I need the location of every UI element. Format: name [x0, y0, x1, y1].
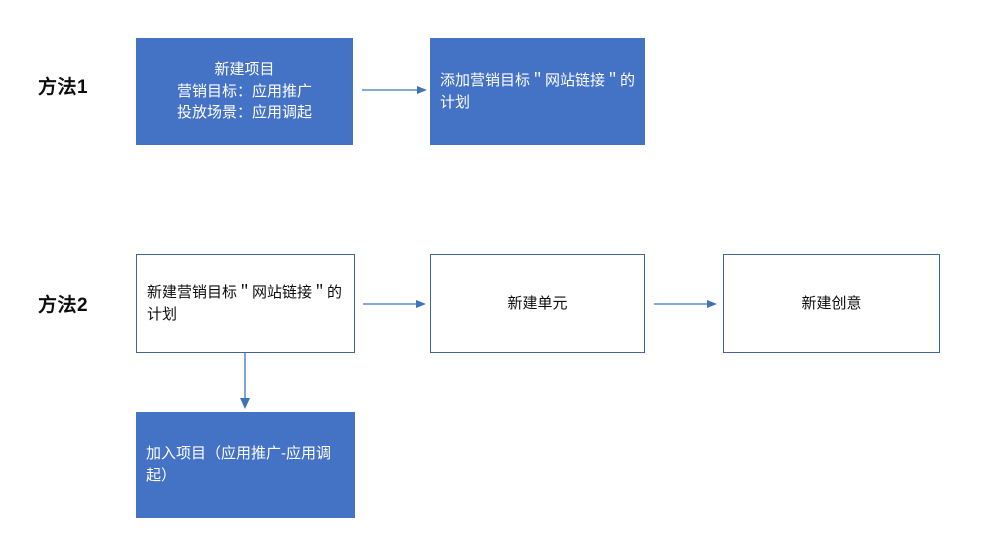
arrow-new-project-to-add-goal — [362, 85, 428, 95]
method2-row-label: 方法2 — [38, 295, 89, 316]
node-new-goal-website-link-plan[interactable]: 新建营销目标＂网站链接＂的计划 — [136, 254, 355, 353]
node-new-goal-website-link-plan-label: 新建营销目标＂网站链接＂的计划 — [147, 283, 343, 323]
arrow-plan-to-unit — [363, 299, 427, 309]
node-join-project-label: 加入项目（应用推广-应用调起） — [146, 445, 331, 484]
node-add-goal-website-link-plan-label: 添加营销目标＂网站链接＂的计划 — [440, 71, 636, 111]
method1-row-label: 方法1 — [38, 77, 89, 98]
node-new-creative[interactable]: 新建创意 — [723, 254, 940, 353]
node-add-goal-website-link-plan[interactable]: 添加营销目标＂网站链接＂的计划 — [430, 38, 645, 145]
arrow-unit-to-creative — [654, 299, 718, 309]
node-new-unit-label: 新建单元 — [507, 294, 568, 312]
node-join-project[interactable]: 加入项目（应用推广-应用调起） — [136, 412, 355, 518]
node-new-unit[interactable]: 新建单元 — [430, 254, 645, 353]
node-new-project-label: 新建项目 营销目标：应用推广 投放场景：应用调起 — [176, 60, 312, 122]
node-new-creative-label: 新建创意 — [801, 294, 862, 312]
node-new-project[interactable]: 新建项目 营销目标：应用推广 投放场景：应用调起 — [136, 38, 353, 145]
arrow-plan-to-join-project — [239, 353, 251, 411]
